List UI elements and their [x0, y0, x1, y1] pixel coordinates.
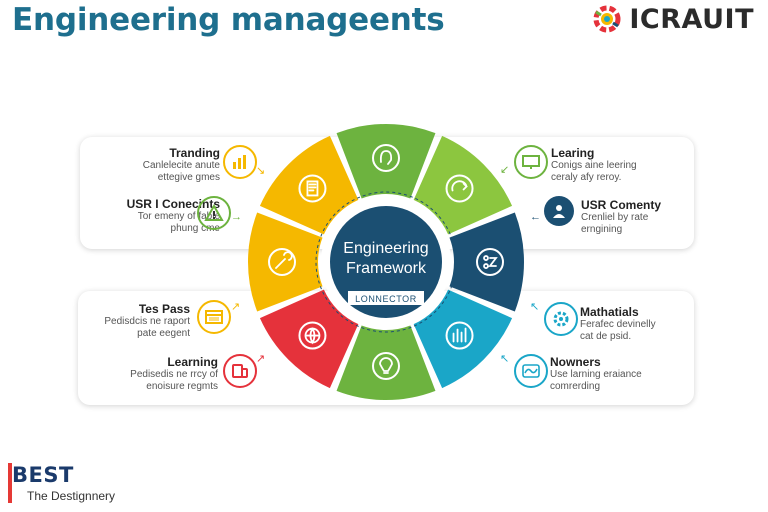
left-item-3: Tes Pass Pedisdcis ne raport pate eegent [10, 302, 190, 340]
item-title: Tes Pass [138, 302, 190, 316]
item-line: ettegive gmes [157, 172, 220, 183]
window-icon [197, 300, 231, 334]
arrow-right-icon: ↘ [256, 165, 266, 177]
arrow-right-icon: → [231, 211, 242, 223]
item-title: Nowners [550, 355, 601, 369]
right-item-3: Mathatials Ferafec devinelly cat de psid… [580, 305, 760, 343]
globe-icon [298, 321, 327, 350]
arrow-left-icon: ← [530, 211, 541, 223]
arrow-right-icon: ↗ [231, 301, 241, 313]
warning-icon [197, 196, 231, 230]
right-item-2: USR Comenty Crenliel by rate erngining [581, 198, 761, 236]
item-line: Pedisdcis ne raport [104, 316, 190, 327]
item-line: Crenliel by rate [581, 212, 649, 223]
item-line: cat de psid. [580, 331, 632, 342]
footer-accent-bar [8, 463, 12, 503]
item-line: enoisure regmts [146, 381, 218, 392]
arrow-left-icon: ↖ [500, 353, 510, 365]
left-item-4: Learning Pedisedis ne rrcy of enoisure r… [38, 355, 218, 393]
item-line: Use larning eraiance [550, 369, 642, 380]
left-item-2: USR I Conecints Tor emeny of fable phung… [40, 197, 220, 235]
item-line: Canlelecite anute [142, 160, 220, 171]
wheel-segment-5 [336, 325, 436, 401]
item-line: Tor emeny of fable [137, 211, 220, 222]
bar-chart-icon [445, 321, 474, 350]
item-title: USR I Conecints [126, 197, 220, 211]
ring-arrow-icon [445, 174, 474, 203]
hub-dash-ring [315, 191, 457, 333]
item-line: erngining [581, 224, 623, 235]
arrow-left-icon: ↖ [530, 301, 540, 313]
wave-icon [514, 354, 548, 388]
item-line: Ferafec devinelly [580, 319, 656, 330]
nodes-icon [476, 248, 504, 276]
head-icon [372, 144, 400, 172]
right-item-4: Nowners Use larning eraiance comrerding [550, 355, 730, 393]
brand-logo: ICRAUIT [591, 3, 754, 35]
item-line: Conigs aine leering [551, 160, 637, 171]
gear-logo-icon [593, 5, 621, 33]
item-title: USR Comenty [581, 198, 662, 212]
hub-caption: LONNECTOR [355, 294, 417, 304]
light-bulb-icon [372, 352, 400, 380]
wheel-segment-6 [259, 289, 359, 389]
wheel-segment-1 [336, 124, 436, 199]
brand-name: ICRAUIT [629, 3, 754, 35]
left-item-1: Tranding Canlelecite anute ettegive gmes [40, 146, 220, 184]
item-line: Pedisedis ne rrcy of [130, 369, 218, 380]
footer-subtitle: The Destignnery [27, 489, 116, 503]
chart-bars-icon [223, 145, 257, 179]
user-icon [544, 196, 574, 226]
item-title: Learing [551, 146, 595, 160]
hub-caption-box [348, 291, 424, 305]
devices-icon [223, 354, 257, 388]
arrow-left-icon: ↙ [500, 164, 510, 176]
tablet-icon [298, 174, 327, 203]
item-line: comrerding [550, 381, 601, 392]
right-item-1: Learing Conigs aine leering ceraly afy r… [551, 146, 731, 184]
item-line: ceraly afy reroy. [551, 172, 622, 183]
hub-title-line1: Engineering [343, 240, 428, 257]
hub-circle [330, 206, 442, 318]
arrow-right-icon: ↗ [256, 353, 266, 365]
hub-title-line2: Framework [346, 260, 427, 277]
page-title: Engineering manageents [12, 2, 445, 38]
wheel-segment-4 [413, 289, 513, 389]
footer-logo: BEST [12, 463, 74, 487]
wheel-segment-7 [248, 212, 323, 312]
monitor-icon [514, 145, 548, 179]
item-title: Learning [167, 355, 218, 369]
item-line: pate eegent [137, 328, 190, 339]
item-title: Mathatials [580, 305, 639, 319]
wrench-icon [268, 248, 296, 276]
item-title: Tranding [169, 146, 220, 160]
wheel-segment-2 [413, 135, 513, 235]
wheel-segment-3 [449, 212, 524, 312]
item-line: phung cme [170, 223, 220, 234]
gear-icon [544, 302, 578, 336]
